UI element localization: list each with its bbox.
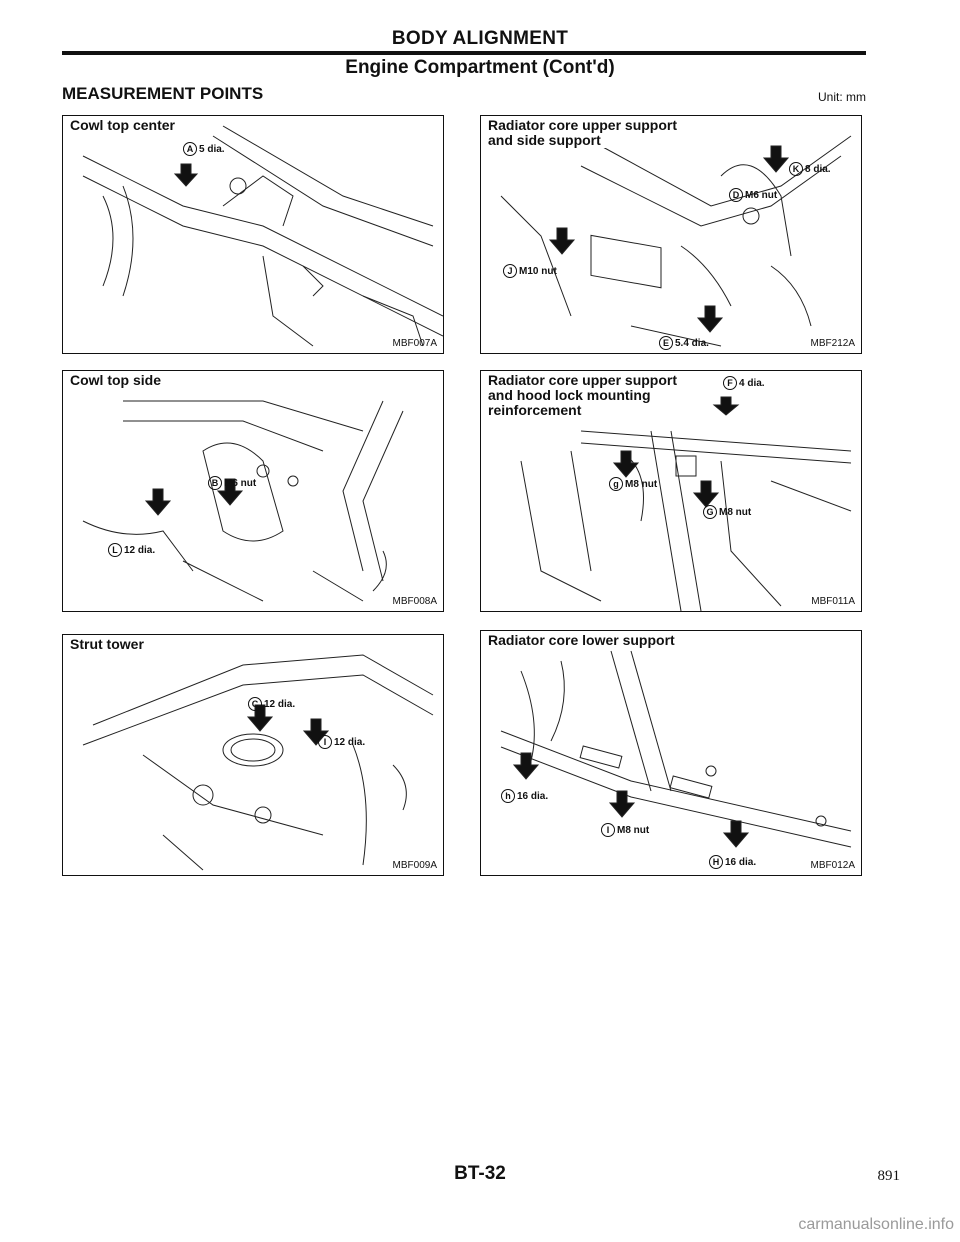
footer-page-code: BT-32 [454, 1163, 506, 1184]
callout-letter: H [709, 855, 723, 869]
callout-letter: L [108, 543, 122, 557]
figure-code: MBF008A [392, 596, 437, 607]
figure-code: MBF007A [392, 338, 437, 349]
diagram-strut-tower [82, 654, 434, 871]
callout-letter: B [208, 476, 222, 490]
watermark: carmanualsonline.info [798, 1216, 954, 1233]
callout-letter: I [601, 823, 615, 837]
panel-title: Radiator core lower support [486, 632, 677, 648]
callout-letter: I [318, 735, 332, 749]
callout-letter: A [183, 142, 197, 156]
callout-letter: J [503, 264, 517, 278]
section-title: MEASUREMENT POINTS [62, 84, 264, 103]
diagram-cowl-top-center [82, 125, 443, 347]
panel-title: Strut tower [68, 636, 146, 652]
unit-label: Unit: mm [818, 90, 866, 104]
figure-code: MBF012A [810, 860, 855, 871]
callout-letter: F [723, 376, 737, 390]
callout-letter: K [789, 162, 803, 176]
callout-letter: E [659, 336, 673, 350]
panel-title: Cowl top center [68, 117, 178, 133]
header-rule [62, 51, 866, 55]
diagram-radiator-lower [500, 650, 852, 848]
callout-letter: g [609, 477, 623, 491]
header-title: BODY ALIGNMENT [391, 28, 569, 49]
footer-page-number: 891 [877, 1168, 901, 1184]
figure-code: MBF011A [811, 596, 855, 607]
callout-letter: C [248, 697, 262, 711]
callout-letter: h [501, 789, 515, 803]
figure-code: MBF212A [810, 338, 855, 349]
diagram-radiator-upper-hood-lock [520, 396, 852, 611]
figure-code: MBF009A [392, 860, 437, 871]
diagram-cowl-top-side [82, 400, 404, 602]
callout-letter: D [729, 188, 743, 202]
panel-title: Cowl top side [68, 372, 163, 388]
diagram-radiator-upper-side [500, 135, 852, 347]
callout-letter: G [703, 505, 717, 519]
header-subtitle: Engine Compartment (Cont'd) [345, 57, 615, 78]
